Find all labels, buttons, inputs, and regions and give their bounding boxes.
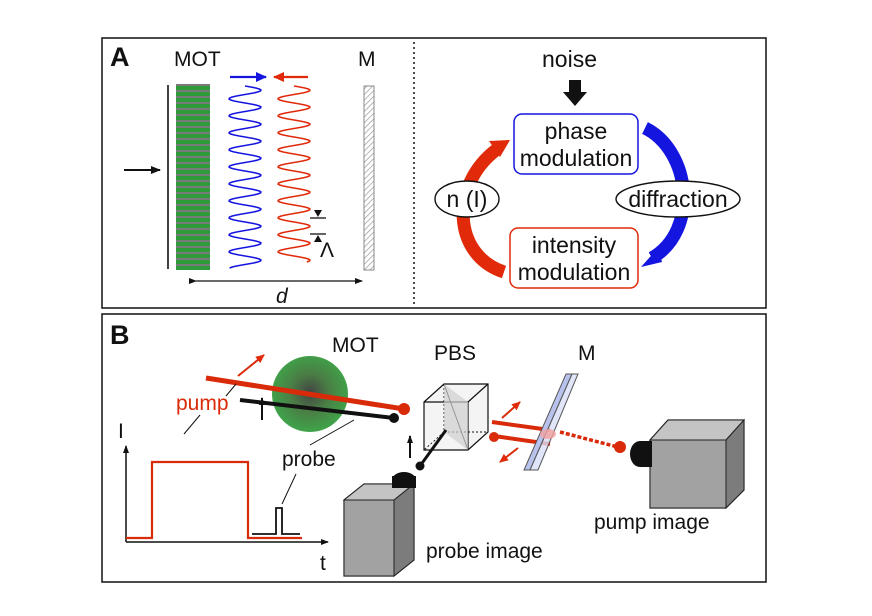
diffraction-label: diffraction [628,186,727,212]
panel-b-letter: B [110,320,130,350]
phase-modulation-box [513,113,639,175]
panel-b-mirror [523,373,573,471]
pump-forward-arrow-icon [501,401,521,419]
noise-arrow-icon [563,80,587,106]
panel-a-mirror [363,85,375,271]
intensity-line2: modulation [518,259,631,285]
pump-backward-arrow-icon [499,447,519,463]
intensity-modulation-box [509,227,639,289]
pump-callout-line [183,414,201,435]
transmitted-pump-beam [559,430,619,449]
pbs-label: PBS [434,342,476,365]
phase-line2: modulation [520,145,633,171]
nonlinear-arrowhead-icon [489,140,510,157]
period-label: Λ [320,239,334,262]
pump-beam [205,375,405,412]
panel-b-mirror-label: M [578,342,596,365]
panel-a-mirror-label: M [358,48,376,71]
probe-pulse-trace [252,507,300,535]
probe-camera-icon [342,472,416,578]
probe-callout-line [309,419,355,446]
pump-callout-line-2 [225,383,237,397]
graph-y-label: I [118,420,124,443]
panel-b-mirror-face [529,373,579,471]
red-backward-wave [277,85,311,263]
panel-b-frame [101,313,767,583]
probe-beam-end-icon [389,413,399,423]
nonlinearity-label: n (I) [447,186,488,212]
mirror-spot [540,429,556,439]
probe-to-camera-beam [418,429,448,467]
probe-camera-dot-icon [415,461,425,471]
mot-cloud-slab [176,84,210,270]
pump-return-dot-icon [489,432,499,442]
panel-a-mot-label: MOT [174,48,221,71]
probe-image-label: probe image [426,540,543,563]
diffraction-ellipse [615,180,741,218]
pbs-cube [423,383,489,451]
panel-a-frame [101,37,767,309]
nonlinear-arrow-icon [456,144,507,279]
pump-return-beam-upper [491,420,551,432]
phase-line1: phase [545,118,608,144]
pump-pulse-trace [126,460,302,540]
noise-label: noise [542,46,597,72]
distance-label: d [276,285,289,308]
diffraction-arrowhead-icon [641,248,662,267]
period-arrow-top-icon [314,210,322,217]
period-arrow-bottom-icon [314,235,322,242]
panel-b-mot-label: MOT [332,334,379,357]
pump-image-label: pump image [594,511,710,534]
blue-forward-wave [228,85,262,269]
panel-a-letter: A [110,42,130,72]
probe-callout-line-2 [281,473,297,505]
probe-label: probe [282,448,336,471]
probe-beam [239,398,395,420]
intensity-line1: intensity [532,232,617,258]
nonlinearity-ellipse [434,180,500,218]
pump-direction-arrow-icon [237,354,265,377]
pump-beam-end-icon [398,403,410,415]
transmitted-beam-dot-icon [614,441,626,453]
pump-label: pump [176,392,229,415]
graph-x-label: t [320,552,326,575]
pump-camera-icon [630,418,746,510]
